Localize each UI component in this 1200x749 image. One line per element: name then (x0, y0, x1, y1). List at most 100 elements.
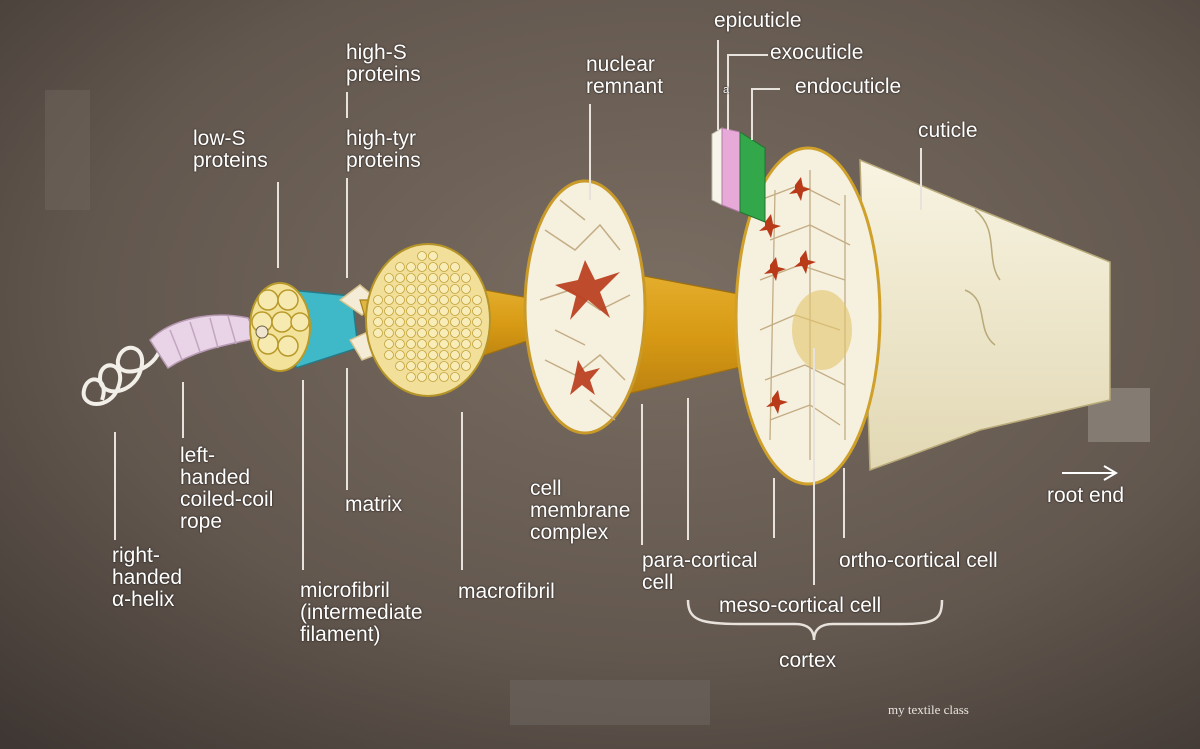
label-right-handed-alpha-helix: right- handed α-helix (112, 544, 183, 611)
microfibril-dot (439, 317, 449, 327)
label-a: a (723, 84, 730, 96)
microfibril-dot (406, 284, 416, 294)
microfibril-dot (395, 295, 405, 305)
label-macrofibril: macrofibril (458, 580, 555, 603)
cortex-brace (686, 599, 944, 641)
cortical-cell-nuclei (759, 177, 816, 414)
label-matrix: matrix (345, 493, 403, 516)
microfibril-dot (406, 306, 416, 316)
microfibril-dot (395, 361, 405, 371)
microfibril-dot (439, 295, 449, 305)
microfibril-dot (450, 284, 460, 294)
microfibril-dot (428, 361, 438, 371)
root-end-arrow (1062, 465, 1118, 481)
label-high-s-proteins: high-S proteins (346, 41, 421, 86)
microfibril-dot (450, 372, 460, 382)
microfibril-dot (428, 284, 438, 294)
coiled-coil-stripes (169, 315, 237, 361)
exocuticle-layer (721, 127, 741, 213)
cortical-cell-end (523, 179, 647, 435)
protofibril-core (255, 325, 269, 339)
microfibril-dot (450, 273, 460, 283)
microfibril-dot (395, 350, 405, 360)
microfibril-dot (472, 339, 482, 349)
microfibril-dot (428, 262, 438, 272)
endocuticle-layer (739, 131, 766, 223)
microfibril-dot (406, 328, 416, 338)
microfibril-dot (406, 273, 416, 283)
root-end-tube (859, 158, 1111, 472)
background-patch (510, 680, 710, 725)
microfibril-dot (439, 284, 449, 294)
microfibril-dot (428, 317, 438, 327)
microfibril-dot (384, 339, 394, 349)
microfibril-dot (439, 350, 449, 360)
microfibril-dot (461, 317, 471, 327)
microfibril-dot (428, 251, 438, 261)
macrofibril-dots (373, 251, 482, 382)
microfibril-dot (417, 306, 427, 316)
microfibril-dot (428, 295, 438, 305)
microfibril-dot (450, 262, 460, 272)
nuclear-remnant (555, 260, 620, 395)
microfibril-dot (417, 295, 427, 305)
microfibril-dot (417, 328, 427, 338)
microfibril-dot (461, 295, 471, 305)
microfibril-dot (417, 339, 427, 349)
microfibril-dot (373, 317, 383, 327)
cuticle-scale-edge (964, 209, 1001, 346)
microfibril-dot (417, 317, 427, 327)
microfibril-dot (472, 328, 482, 338)
microfibril-dot (428, 306, 438, 316)
microfibril-dot (461, 306, 471, 316)
microfibril-dot (417, 273, 427, 283)
microfibril-dot (428, 350, 438, 360)
microfibril-dot (406, 372, 416, 382)
microfibril-dot (428, 273, 438, 283)
microfibril-dot (450, 295, 460, 305)
label-microfibril: microfibril (intermediate filament) (300, 579, 423, 646)
microfibril-dot (439, 372, 449, 382)
microfibril-dot (417, 251, 427, 261)
alpha-helix (81, 345, 162, 406)
label-meso-cortical-cell: meso-cortical cell (719, 594, 882, 617)
microfibril-dot (450, 328, 460, 338)
label-endocuticle: endocuticle (795, 75, 902, 98)
label-low-s-proteins: low-S proteins (193, 127, 268, 172)
microfibril-dot (373, 295, 383, 305)
label-exocuticle: exocuticle (770, 41, 864, 64)
label-root-end: root end (1047, 484, 1125, 507)
microfibril-dot (439, 306, 449, 316)
meso-cortex-region (792, 290, 852, 370)
microfibril-dot (417, 350, 427, 360)
microfibril-dot (439, 262, 449, 272)
label-nuclear-remnant: nuclear remnant (586, 53, 664, 98)
label-left-handed-coiled-coil-rope: left- handed coiled-coil rope (180, 444, 274, 533)
microfibril-dot (450, 339, 460, 349)
microfibril-dot (439, 328, 449, 338)
watermark: my textile class (888, 702, 969, 717)
microfibril-dot (395, 328, 405, 338)
microfibril-dot (406, 295, 416, 305)
label-ortho-cortical-cell: ortho-cortical cell (839, 549, 998, 572)
microfibril-dot (428, 328, 438, 338)
microfibril-dot (417, 262, 427, 272)
microfibril-dot (395, 273, 405, 283)
microfibril-dot (461, 273, 471, 283)
microfibril-dot (406, 262, 416, 272)
microfibril-dot (395, 317, 405, 327)
microfibril-dot (406, 339, 416, 349)
label-cell-membrane-complex: cell membrane complex (530, 477, 631, 544)
microfibril-dot (417, 372, 427, 382)
background-patch (45, 90, 90, 210)
microfibril-dot (428, 339, 438, 349)
microfibril-dot (384, 273, 394, 283)
microfibril-dot (428, 372, 438, 382)
microfibril-dot (384, 306, 394, 316)
microfibril-dot (373, 306, 383, 316)
microfibril-dot (406, 317, 416, 327)
microfibril-dot (384, 350, 394, 360)
microfibril-dot (373, 328, 383, 338)
microfibril-dot (384, 328, 394, 338)
